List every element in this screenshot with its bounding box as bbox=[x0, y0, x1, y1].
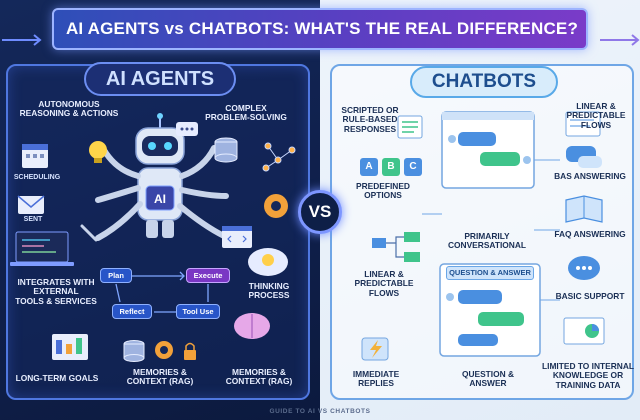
gear-icon bbox=[264, 194, 288, 218]
chatbots-title: CHATBOTS bbox=[410, 66, 558, 98]
agent-loop-arrows bbox=[115, 271, 209, 313]
label-complex: COMPLEX PROBLEM-SOLVING bbox=[205, 103, 287, 123]
lightning-icon bbox=[361, 337, 389, 361]
label-faq-answering: FAQ ANSWERING bbox=[554, 229, 626, 239]
label-integrates: INTEGRATES WITH EXTERNAL TOOLS & SERVICE… bbox=[15, 277, 97, 306]
loop-tool-use: Tool Use bbox=[176, 304, 220, 319]
banner-arrow-right-icon bbox=[600, 34, 640, 46]
label-linear-left: LINEAR & PREDICTABLE FLOWS bbox=[354, 269, 414, 298]
lightbulb-icon bbox=[89, 141, 107, 163]
wrench-icon bbox=[80, 224, 98, 242]
label-sent: SENT bbox=[23, 216, 43, 223]
label-bas-answering: BAS ANSWERING bbox=[554, 171, 626, 181]
book-icon bbox=[565, 195, 603, 223]
label-basic-support: BASIC SUPPORT bbox=[555, 291, 625, 301]
dashboard-icon bbox=[52, 334, 88, 360]
label-predefined: PREDEFINED OPTIONS bbox=[356, 181, 410, 201]
label-thinking: THINKING PROCESS bbox=[248, 281, 290, 301]
memory-gear-icon bbox=[155, 341, 173, 359]
label-autonomous: AUTONOMOUS REASONING & ACTIONS bbox=[19, 99, 119, 119]
robot-icon bbox=[95, 113, 229, 241]
label-limited: LIMITED TO INTERNAL KNOWLEDGE OR TRAININ… bbox=[542, 361, 634, 390]
chatbot-connectors bbox=[422, 159, 560, 301]
knowledge-monitor-icon bbox=[563, 317, 605, 345]
memory-brain-icon bbox=[234, 313, 270, 339]
ai-agents-title: AI AGENTS bbox=[84, 62, 236, 96]
loop-plan: Plan bbox=[100, 268, 132, 283]
option-c-button: C bbox=[404, 158, 422, 176]
label-linear-top: LINEAR & PREDICTABLE FLOWS bbox=[566, 101, 626, 130]
label-immediate: IMMEDIATE REPLIES bbox=[352, 369, 400, 389]
label-question-answer: QUESTION & ANSWER bbox=[461, 369, 515, 389]
label-memories-right: MEMORIES & CONTEXT (RAG) bbox=[225, 367, 293, 387]
chat-bubble-icon bbox=[176, 122, 198, 136]
laptop-code-icon bbox=[10, 231, 74, 266]
lock-icon bbox=[184, 342, 196, 360]
qa-window-icon bbox=[439, 263, 541, 357]
qa-tag: QUESTION & ANSWER bbox=[446, 266, 534, 280]
code-window-icon bbox=[222, 226, 252, 248]
option-b-button: B bbox=[382, 158, 400, 176]
label-scripted: SCRIPTED OR RULE-BASED RESPONSES bbox=[341, 105, 399, 134]
banner-arrow-left-icon bbox=[2, 34, 42, 46]
option-a-button: A bbox=[360, 158, 378, 176]
chat-window-icon bbox=[441, 111, 535, 189]
page-title: AI AGENTS vs CHATBOTS: WHAT'S THE REAL D… bbox=[65, 19, 579, 38]
rule-list-icon bbox=[397, 115, 423, 139]
label-scheduling: SCHEDULING bbox=[13, 174, 61, 181]
brain-cloud-icon bbox=[248, 248, 288, 276]
loop-reflect: Reflect bbox=[112, 304, 152, 319]
label-memories-center: MEMORIES & CONTEXT (RAG) bbox=[126, 367, 194, 387]
robot-chest-label: AI bbox=[154, 192, 166, 206]
predefined-options: A B C bbox=[360, 158, 424, 176]
network-icon bbox=[262, 142, 296, 172]
label-primarily: PRIMARILY CONVERSATIONAL bbox=[447, 231, 526, 251]
calendar-icon bbox=[22, 144, 48, 168]
label-long-term-goals: LONG-TERM GOALS bbox=[15, 373, 99, 383]
flowchart-icon bbox=[372, 232, 420, 262]
loop-execute: Execute bbox=[186, 268, 230, 283]
title-banner: AI AGENTS vs CHATBOTS: WHAT'S THE REAL D… bbox=[52, 8, 588, 50]
memory-database-icon bbox=[123, 340, 145, 362]
database-icon bbox=[214, 137, 238, 163]
support-bubble-icon bbox=[568, 256, 600, 280]
chat-bubbles-icon bbox=[566, 146, 602, 168]
faq-window-icon bbox=[565, 111, 601, 137]
footer-caption: GUIDE TO AI VS CHATBOTS bbox=[269, 408, 371, 415]
vs-badge: VS bbox=[298, 190, 342, 234]
envelope-icon bbox=[17, 195, 45, 214]
